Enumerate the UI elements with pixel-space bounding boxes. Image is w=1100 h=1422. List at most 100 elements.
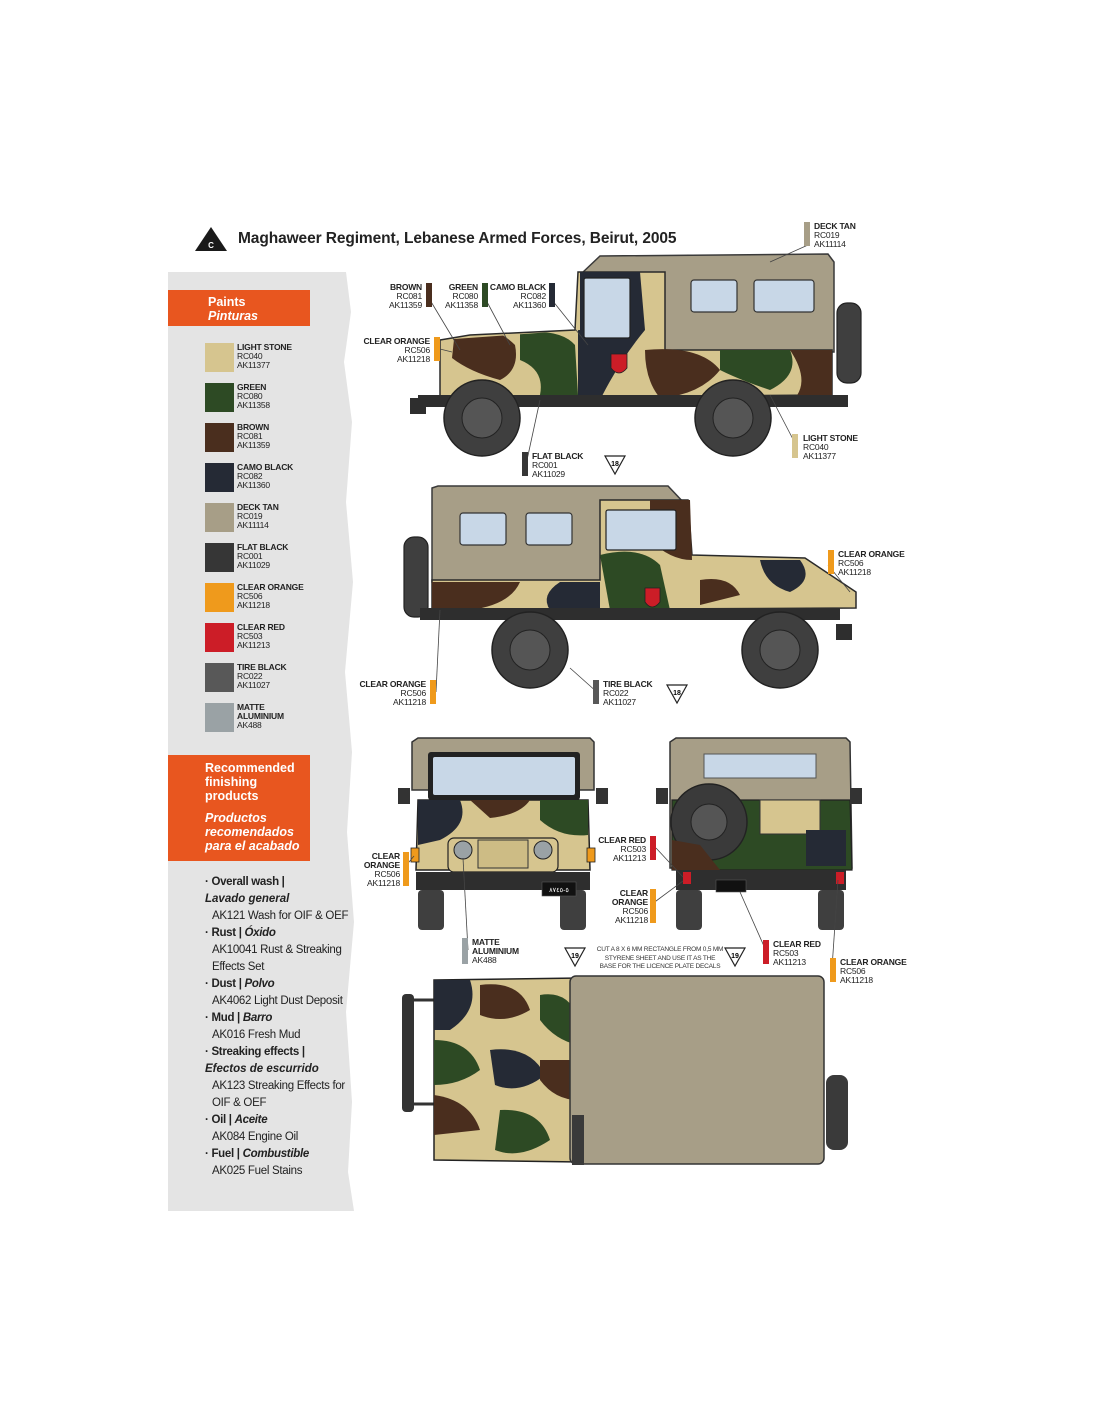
callout-code: RC082 bbox=[520, 291, 547, 301]
finishing-product: AK016 Fresh Mud bbox=[212, 1029, 301, 1041]
finishing-item-name-es: Aceite bbox=[234, 1114, 268, 1126]
callout-code: AK11027 bbox=[603, 697, 636, 707]
license-plate-note: CUT A 8 X 6 MM RECTANGLE FROM 0,5 MM STY… bbox=[596, 946, 724, 970]
callout-name: CLEAR ORANGE bbox=[838, 549, 905, 559]
finishing-product: AK121 Wash for OIF & OEF bbox=[212, 910, 349, 922]
callout-code: AK11359 bbox=[389, 300, 422, 310]
paints-banner: Paints Pinturas bbox=[168, 290, 310, 326]
rear-view bbox=[656, 737, 862, 930]
callout-code: AK11218 bbox=[615, 915, 648, 925]
decal-marker-side-right: 18 bbox=[603, 455, 627, 476]
paint-name: ALUMINIUM bbox=[237, 711, 284, 721]
paint-name: FLAT BLACK bbox=[237, 542, 289, 552]
callout-code: AK11360 bbox=[513, 300, 546, 310]
finishing-product: OIF & OEF bbox=[212, 1097, 267, 1109]
paint-code: RC001 bbox=[237, 551, 263, 561]
finishing-title: finishing bbox=[205, 775, 258, 789]
paint-code: AK11029 bbox=[237, 560, 270, 570]
paint-name: MATTE bbox=[237, 702, 265, 712]
finishing-title-es: para el acabado bbox=[205, 839, 300, 853]
paint-code: AK11377 bbox=[237, 360, 270, 370]
paint-color-swatch bbox=[205, 703, 234, 732]
callout-code: RC506 bbox=[404, 345, 431, 355]
callout-code: RC080 bbox=[452, 291, 479, 301]
finishing-item-name: Dust | bbox=[211, 978, 242, 990]
callout-name: TIRE BLACK bbox=[603, 679, 653, 689]
callout-name: GREEN bbox=[448, 282, 478, 292]
finishing-product: AK123 Streaking Effects for bbox=[212, 1080, 345, 1092]
callout-code: RC022 bbox=[603, 688, 629, 698]
callout-code: RC503 bbox=[620, 844, 647, 854]
paint-color-swatch bbox=[205, 503, 234, 532]
decal-number: 18 bbox=[611, 461, 619, 468]
callout-name: CAMO BLACK bbox=[489, 282, 546, 292]
callout-name: MATTE bbox=[472, 937, 500, 947]
callout-name: ALUMINIUM bbox=[472, 946, 519, 956]
page-title: Maghaweer Regiment, Lebanese Armed Force… bbox=[238, 230, 677, 247]
paint-name: GREEN bbox=[237, 382, 267, 392]
paint-name: TIRE BLACK bbox=[237, 662, 287, 672]
callout-code: AK11218 bbox=[393, 697, 426, 707]
front-view: ٥-٨٧٤٥ bbox=[398, 737, 608, 930]
decal-marker-side-left: 18 bbox=[665, 684, 689, 705]
callout-code: AK11114 bbox=[814, 239, 846, 249]
finishing-title-es: Productos bbox=[205, 811, 267, 825]
paint-code: AK11359 bbox=[237, 440, 270, 450]
paint-code: AK11213 bbox=[237, 640, 270, 650]
license-plate-text: ٥-٨٧٤٥ bbox=[549, 887, 569, 894]
paint-code: RC081 bbox=[237, 431, 263, 441]
paint-code: AK488 bbox=[237, 720, 262, 730]
paint-name: LIGHT STONE bbox=[237, 342, 292, 352]
callout-code: RC503 bbox=[773, 948, 799, 958]
callout-name: CLEAR bbox=[619, 888, 648, 898]
callout-code: RC040 bbox=[803, 442, 829, 452]
callout-name: CLEAR ORANGE bbox=[363, 336, 430, 346]
finishing-item-name: Rust | bbox=[211, 927, 242, 939]
scheme-marker-icon: C bbox=[195, 227, 227, 251]
callout-code: AK11029 bbox=[532, 469, 565, 479]
callout-code: RC506 bbox=[838, 558, 864, 568]
finishing-banner: Recommended finishing products Productos… bbox=[168, 755, 310, 861]
finishing-product: Effects Set bbox=[212, 961, 265, 973]
finishing-item-name-es: Efectos de escurrido bbox=[205, 1063, 319, 1075]
paint-code: AK11218 bbox=[237, 600, 270, 610]
page-header: C Maghaweer Regiment, Lebanese Armed For… bbox=[194, 226, 894, 256]
finishing-title-es: recomendados bbox=[205, 825, 294, 839]
callout-code: RC001 bbox=[532, 460, 558, 470]
finishing-item: · Streaking effects |Efectos de escurrid… bbox=[205, 1044, 365, 1112]
paint-code: AK11358 bbox=[237, 400, 270, 410]
callout-name: CLEAR ORANGE bbox=[840, 957, 907, 967]
paint-name: DECK TAN bbox=[237, 502, 279, 512]
paint-name: CLEAR RED bbox=[237, 622, 285, 632]
paint-code: RC082 bbox=[237, 471, 263, 481]
paint-name: CLEAR ORANGE bbox=[237, 582, 304, 592]
callout-code: AK488 bbox=[472, 955, 497, 965]
paint-color-swatch bbox=[205, 543, 234, 572]
scheme-marker-letter: C bbox=[208, 241, 214, 250]
callout-name: LIGHT STONE bbox=[803, 433, 858, 443]
finishing-item-name: Overall wash | bbox=[211, 876, 285, 888]
paint-code: RC506 bbox=[237, 591, 263, 601]
paint-color-swatch bbox=[205, 423, 234, 452]
decal-marker-front: 19 bbox=[563, 947, 587, 968]
callout-name: ORANGE bbox=[611, 897, 648, 907]
callout-code: RC019 bbox=[814, 230, 840, 240]
top-view bbox=[402, 975, 848, 1165]
finishing-product: AK084 Engine Oil bbox=[212, 1131, 298, 1143]
callout-name: CLEAR RED bbox=[773, 939, 821, 949]
callout-name: FLAT BLACK bbox=[532, 451, 584, 461]
callout-code: AK11218 bbox=[367, 878, 400, 888]
right-side-view bbox=[410, 253, 862, 457]
